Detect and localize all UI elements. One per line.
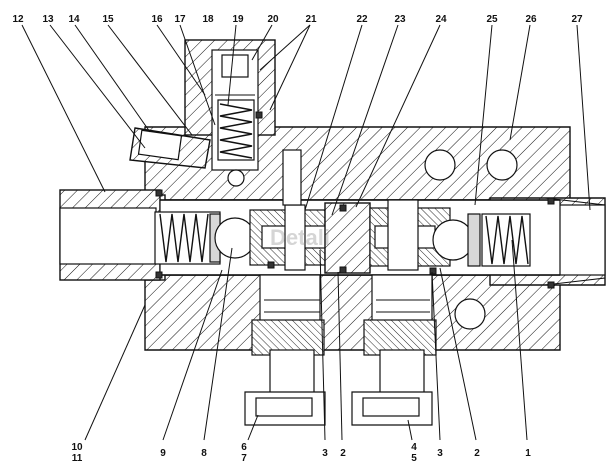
- callout-11: 11: [72, 453, 83, 464]
- callout-5: 5: [411, 453, 417, 464]
- seals: [155, 111, 555, 289]
- callout-2-right: 2: [474, 448, 480, 459]
- port-upper-left: [424, 149, 456, 181]
- left-spring: [154, 211, 221, 265]
- lower-left-fitting: [244, 274, 326, 426]
- leader-lines: [21, 24, 591, 441]
- callout-18: 18: [202, 14, 214, 25]
- callouts-bottom: 10 11 9 8 6 7 3 2 4 5 3 2 1: [71, 442, 531, 464]
- angled-plug: [129, 127, 211, 169]
- callout-27: 27: [571, 14, 583, 25]
- callout-24: 24: [435, 14, 447, 25]
- callout-12: 12: [12, 14, 24, 25]
- top-spring: [217, 99, 255, 187]
- callout-9: 9: [160, 448, 166, 459]
- callout-23: 23: [394, 14, 406, 25]
- center-divider: [324, 202, 371, 274]
- left-cap-housing: [59, 189, 161, 281]
- callout-3-left: 3: [322, 448, 328, 459]
- callout-17: 17: [174, 14, 186, 25]
- left-spool-section: [249, 204, 333, 271]
- watermark-text: Detali: [270, 225, 330, 250]
- callout-3-right: 3: [437, 448, 443, 459]
- port-lower-right: [454, 298, 486, 330]
- callout-2-left: 2: [340, 448, 346, 459]
- callout-22: 22: [356, 14, 368, 25]
- callout-20: 20: [267, 14, 279, 25]
- callout-7: 7: [241, 453, 247, 464]
- vertical-stem: [282, 149, 302, 206]
- callout-4: 4: [411, 442, 417, 453]
- callout-6: 6: [241, 442, 247, 453]
- callout-25: 25: [486, 14, 498, 25]
- right-ball: [432, 219, 474, 261]
- callout-21: 21: [305, 14, 317, 25]
- callout-26: 26: [525, 14, 537, 25]
- callout-15: 15: [102, 14, 114, 25]
- right-spring: [467, 213, 531, 267]
- callout-19: 19: [232, 14, 244, 25]
- port-upper-right: [486, 149, 518, 181]
- callouts-top: 12 13 14 15 16 17 18 19 20 21 22 23 24 2…: [12, 14, 583, 25]
- callout-16: 16: [151, 14, 163, 25]
- callout-13: 13: [42, 14, 54, 25]
- callout-10: 10: [71, 442, 83, 453]
- callout-1: 1: [525, 448, 531, 459]
- callout-14: 14: [68, 14, 80, 25]
- lower-right-fitting: [351, 274, 437, 426]
- callout-8: 8: [201, 448, 207, 459]
- left-ball: [214, 217, 256, 259]
